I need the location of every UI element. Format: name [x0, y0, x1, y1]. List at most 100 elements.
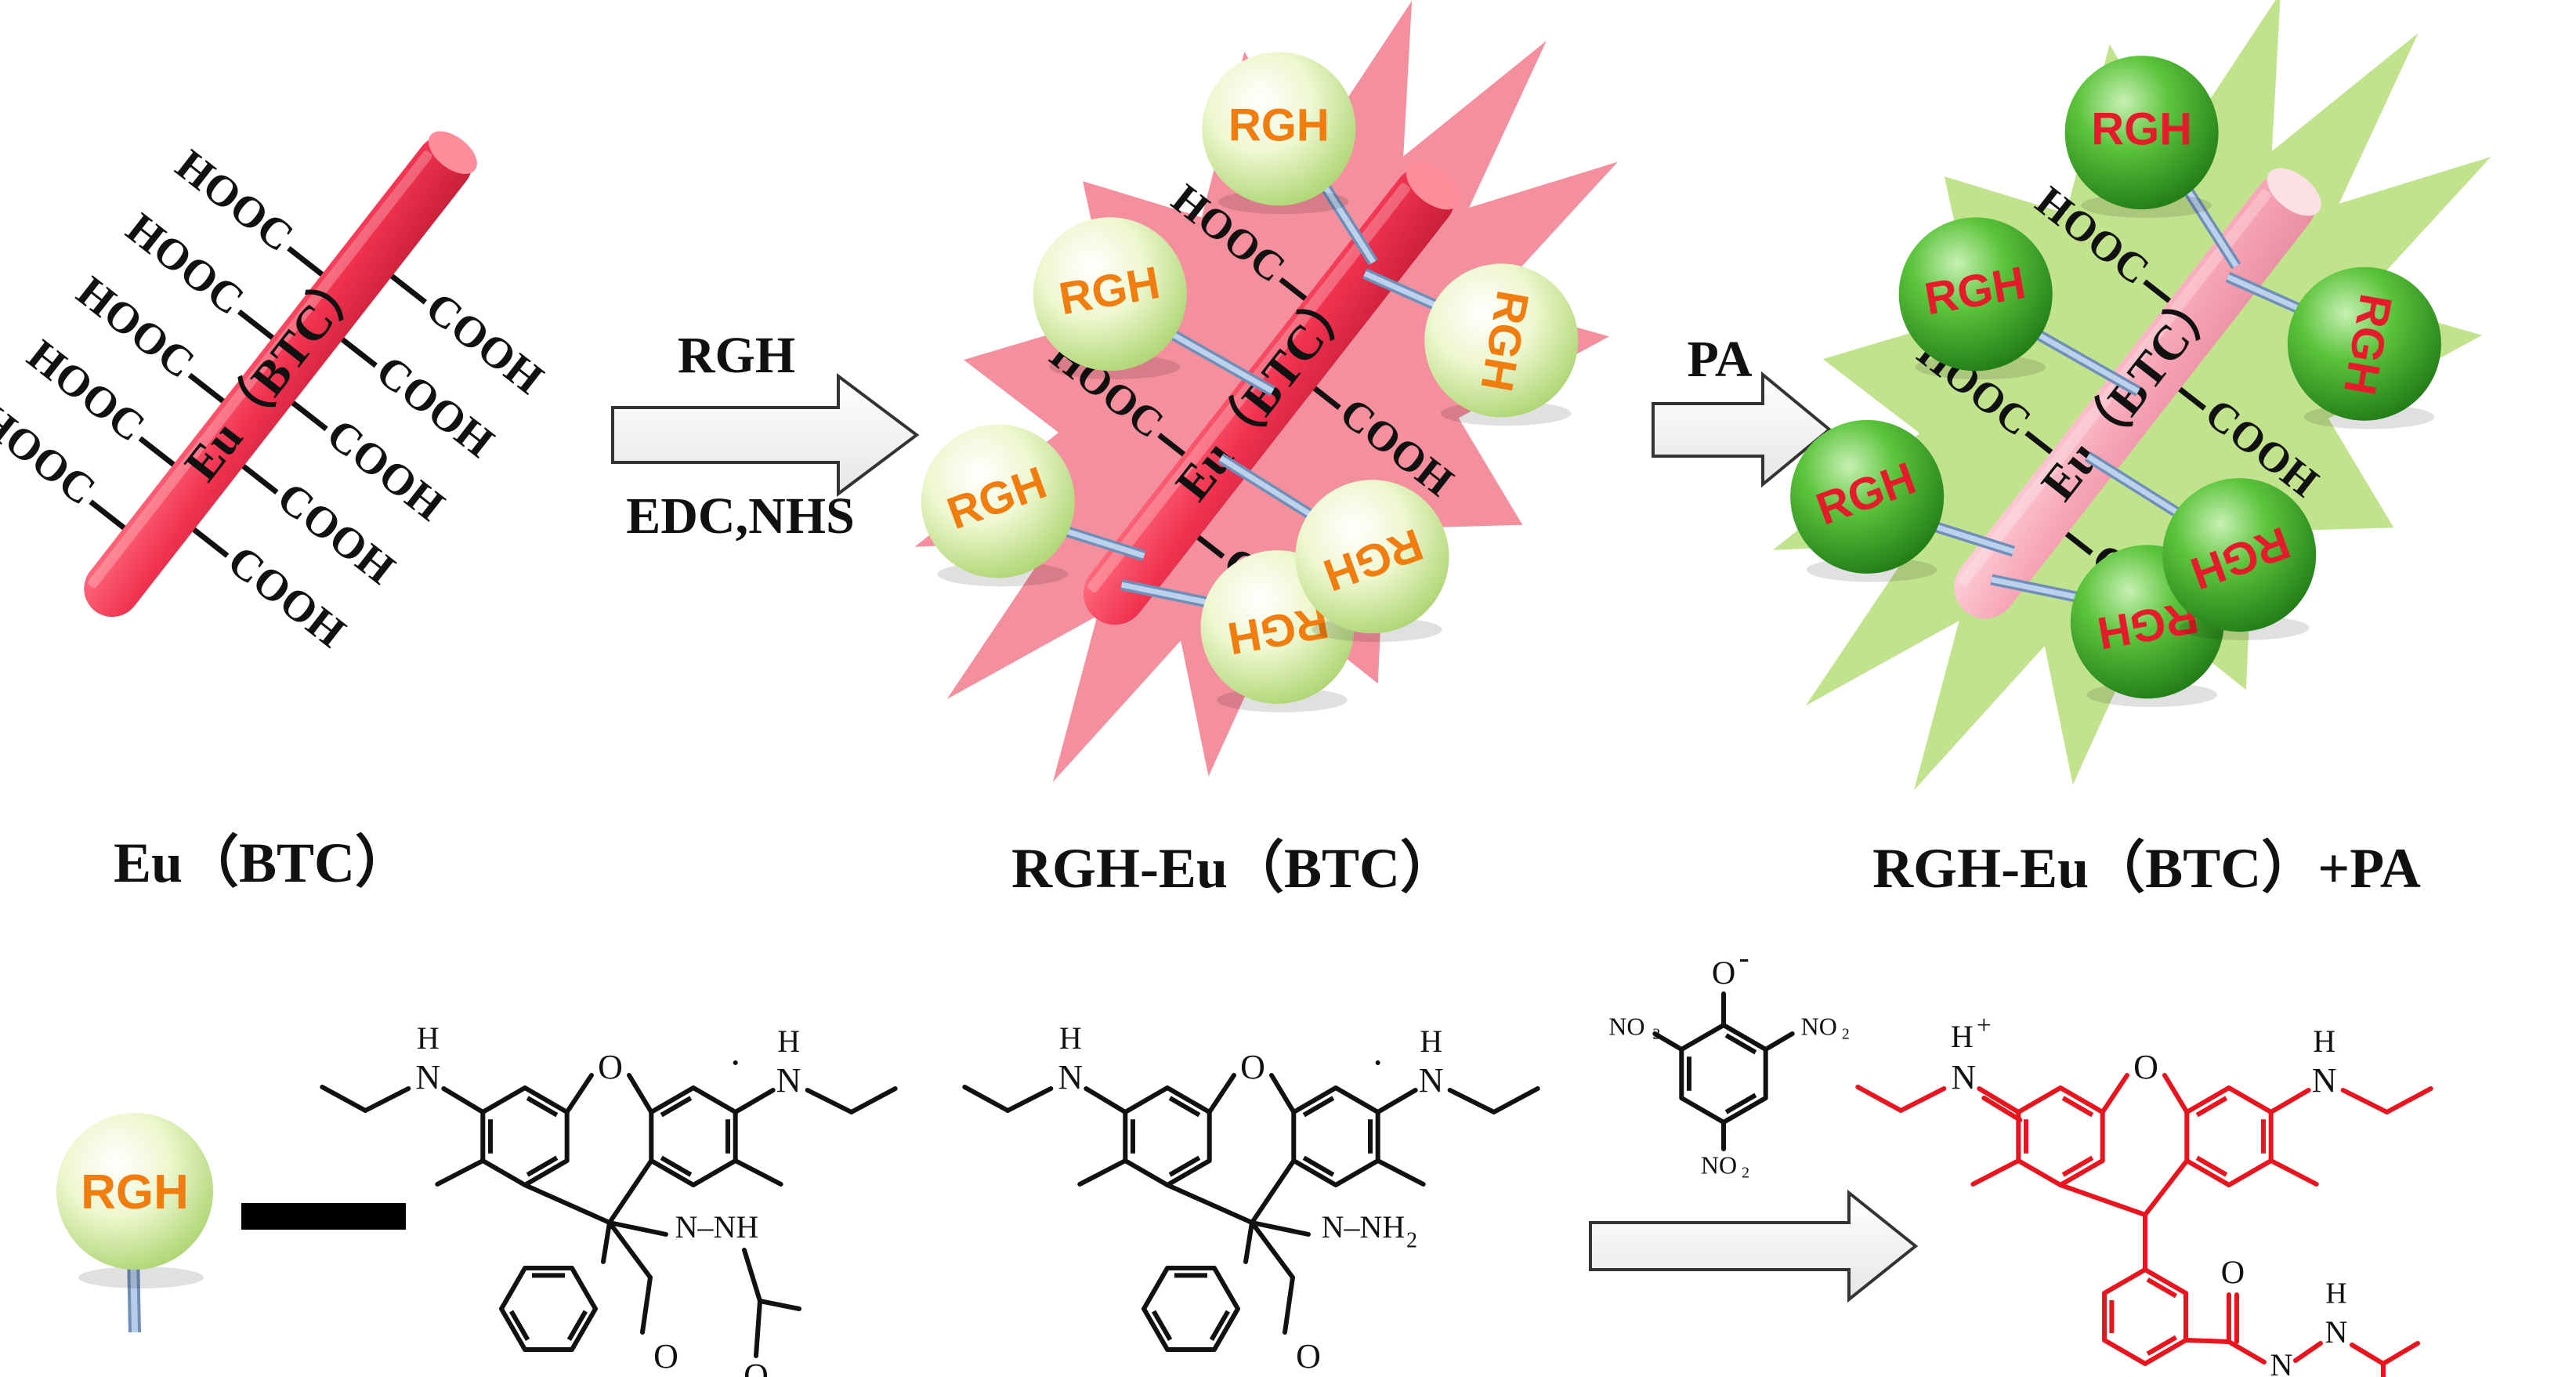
- bond: [2340, 1088, 2390, 1114]
- sphere-body: [921, 424, 1075, 578]
- bond: [1283, 1275, 1295, 1335]
- double-bond: [2061, 1155, 2094, 1177]
- double-bond: [566, 1310, 588, 1341]
- atom-label: N: [2312, 1061, 2337, 1100]
- rgh-sphere: RGH: [1295, 480, 1449, 643]
- double-bond: [1209, 1310, 1230, 1341]
- arrow-1-bottom-label: EDC,NHS: [626, 487, 855, 545]
- double-bond: [1302, 1096, 1335, 1118]
- caption-eu-btc: Eu（BTC）: [114, 832, 411, 894]
- benzene-ring: [1291, 1085, 1380, 1187]
- rod-highlight: [88, 150, 432, 589]
- rgh-sphere: RGH: [921, 424, 1075, 587]
- bond: [441, 1086, 486, 1114]
- bond: [758, 1299, 801, 1311]
- bond: [2183, 1338, 2231, 1344]
- bond: [435, 1158, 486, 1187]
- bond: [564, 1073, 594, 1114]
- atom-label: O: [1296, 1337, 1321, 1375]
- bond: [1250, 1220, 1311, 1237]
- sphere-body: [1033, 217, 1187, 371]
- bond: [754, 1299, 762, 1358]
- bond: [1250, 1220, 1295, 1280]
- atom-label: H: [1420, 1024, 1442, 1059]
- rgh-sphere: RGH: [1033, 217, 1187, 379]
- mof-assembly: HOOCHOOCHOOCHOOCHOOCCOOHCOOHCOOHCOOHCOOH…: [0, 131, 552, 658]
- bond: [640, 1275, 653, 1335]
- bond: [2058, 1183, 2147, 1217]
- arrow-step-1: RGH EDC,NHS: [611, 327, 920, 545]
- bond: [2384, 1086, 2433, 1114]
- rgh-sphere: RGH: [1202, 52, 1356, 215]
- atom-label: O: [1240, 1048, 1265, 1086]
- sphere-body: [1898, 217, 2053, 371]
- bond: [1970, 1158, 2021, 1187]
- rod-highlight: [1958, 189, 2271, 587]
- mof-rod-end: [2267, 168, 2321, 216]
- rgh-sphere: RGH: [2064, 56, 2219, 218]
- rgh-sphere: RGH: [1898, 217, 2053, 380]
- atom-label: H: [1059, 1020, 1082, 1056]
- double-bond: [1724, 1093, 1757, 1114]
- benzene-ring: [499, 1266, 598, 1352]
- atom-label: N: [1058, 1058, 1083, 1096]
- benzene-ring: [1679, 1023, 1768, 1125]
- bond: [2380, 1341, 2420, 1366]
- atom-label: O: [2133, 1048, 2158, 1086]
- bond: [962, 1085, 1011, 1113]
- bond: [1207, 1073, 1236, 1114]
- rgh-sphere: RGH: [2162, 478, 2317, 640]
- bond: [1005, 1086, 1054, 1113]
- bond: [733, 1158, 783, 1187]
- atom-label: H: [417, 1020, 440, 1056]
- benzene-ring: [2184, 1085, 2274, 1187]
- atom-label: +: [1977, 1011, 1992, 1040]
- bond: [1250, 1158, 1297, 1225]
- bond: [848, 1086, 898, 1114]
- atom-label: O: [653, 1337, 678, 1375]
- equals-bar: [241, 1203, 406, 1230]
- mof-rod: [1083, 166, 1456, 625]
- caption-rgh-eu-btc: RGH-Eu（BTC）: [1011, 837, 1456, 900]
- bond: [733, 1088, 776, 1114]
- bond: [1243, 1220, 1254, 1264]
- bond: [607, 1220, 668, 1237]
- atom-label: N: [415, 1058, 440, 1096]
- bond: [1375, 1088, 1418, 1114]
- bond: [320, 1085, 368, 1113]
- bond: [1763, 1031, 1795, 1052]
- bond: [1165, 1183, 1254, 1225]
- structure-ring-opened-product: ONH+NHONHNHO: [1855, 1011, 2433, 1377]
- arrow-step-2: PA: [1652, 331, 1833, 488]
- double-bond: [2146, 1335, 2177, 1356]
- atom-label: H: [2325, 1277, 2346, 1310]
- atom-label: NO: [1701, 1151, 1737, 1179]
- benzene-ring: [2016, 1085, 2105, 1187]
- atom-label: 2: [1406, 1228, 1417, 1252]
- sphere-body: [1790, 419, 1945, 574]
- caption-rgh-eu-btc-pa: RGH-Eu（BTC）+PA: [1872, 837, 2421, 900]
- benzene-ring: [480, 1085, 570, 1187]
- bond: [1491, 1086, 1540, 1114]
- benzene-ring: [1123, 1085, 1212, 1187]
- bond: [523, 1183, 612, 1225]
- atom-label: NO: [1801, 1012, 1837, 1040]
- bond: [2100, 1073, 2129, 1114]
- atom-label: -: [1738, 940, 1749, 975]
- double-bond: [509, 1310, 530, 1341]
- mof-assembly: HOOCHOOCCOOHCOOHEu（BTC）RGHRGHRGHRGHRGHRG…: [1772, 0, 2491, 791]
- atom-label: N–NH: [1322, 1209, 1406, 1245]
- legend-rgh-sphere: RGH: [56, 1113, 213, 1333]
- bond: [2349, 1343, 2386, 1366]
- bond: [627, 1073, 654, 1114]
- rgh-sphere: RGH: [1424, 263, 1579, 426]
- sphere-body: [1202, 52, 1356, 206]
- bond: [2268, 1158, 2319, 1187]
- atom-label: O: [598, 1048, 623, 1086]
- mof-rod-group: HOOCHOOCCOOHCOOHEu（BTC）RGHRGHRGHRGHRGHRG…: [921, 52, 1579, 712]
- sphere-body: [2064, 56, 2219, 210]
- mof-rod-end: [1406, 161, 1460, 210]
